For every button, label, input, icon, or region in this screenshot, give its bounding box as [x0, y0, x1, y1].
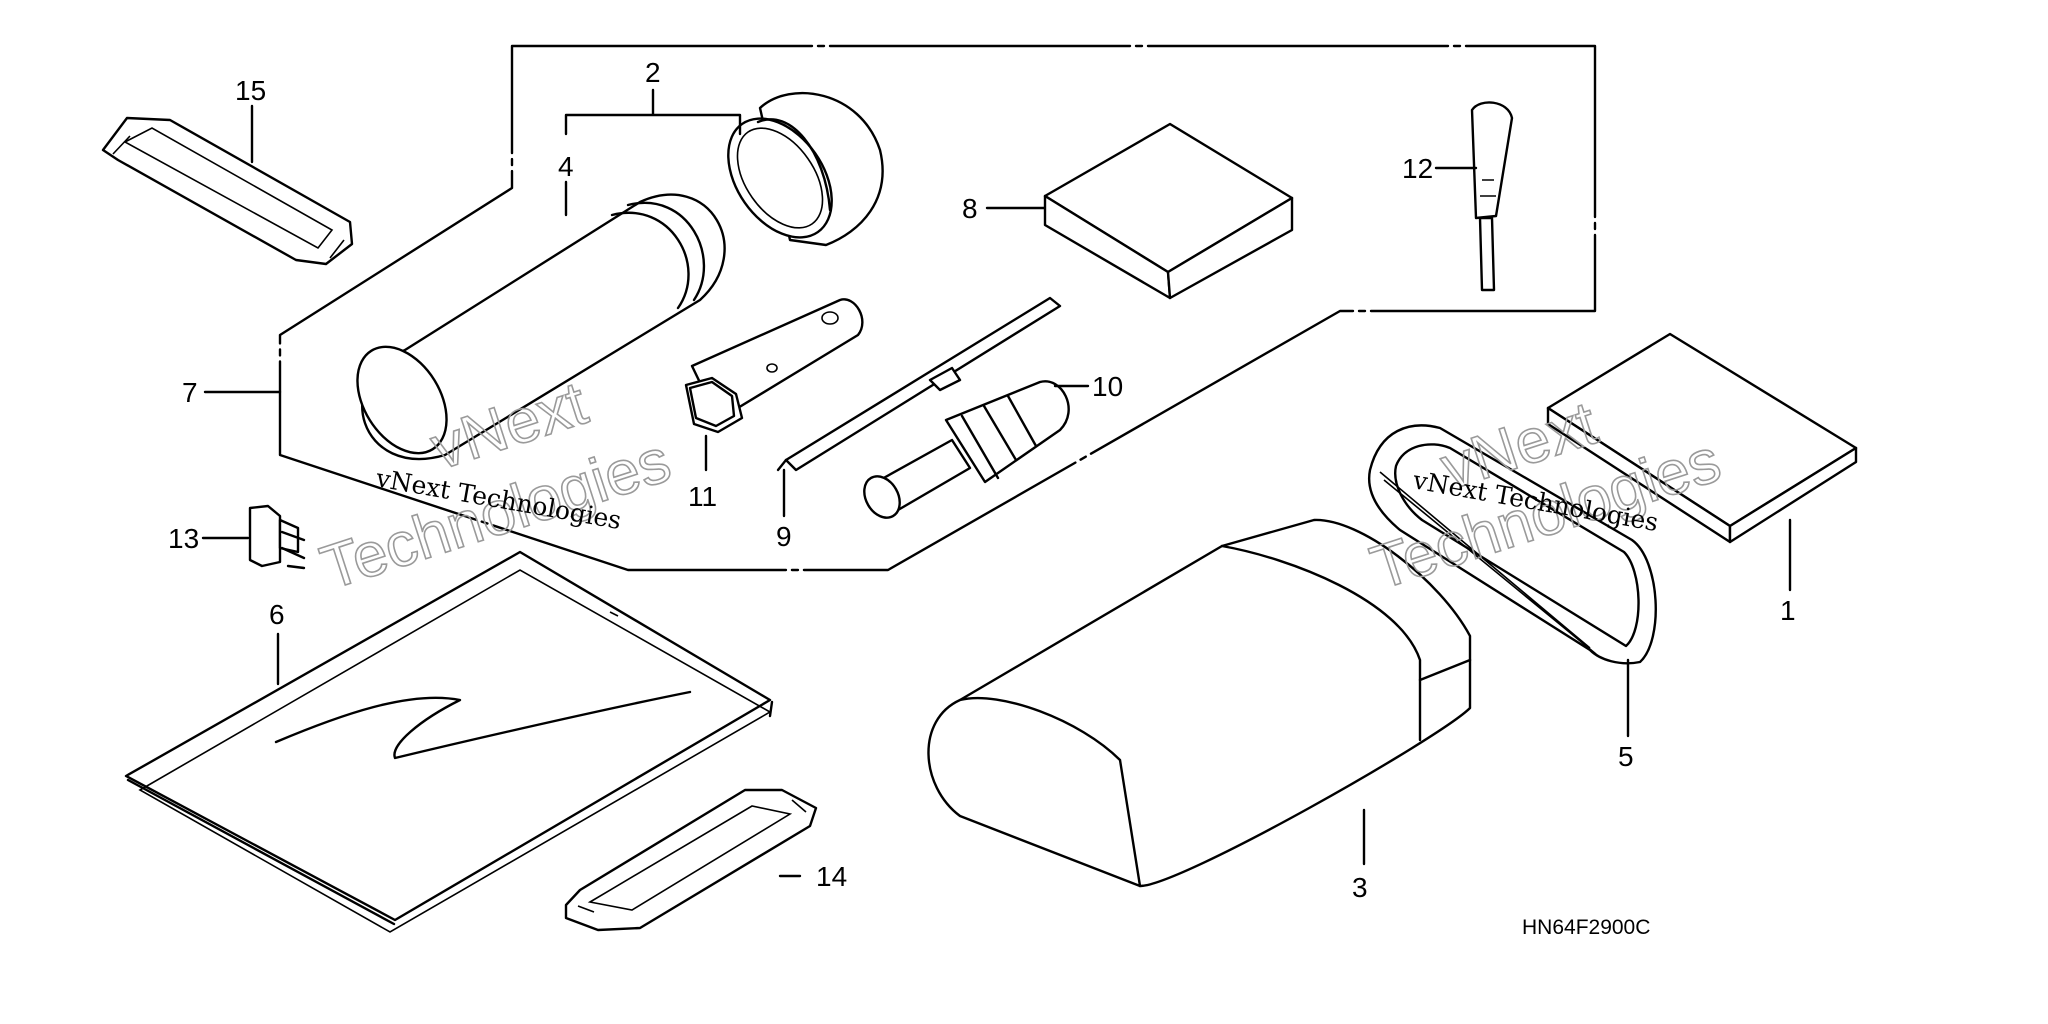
fuse-connector: [248, 504, 306, 570]
tool-case: [927, 518, 1472, 888]
callout-15: 15: [235, 75, 266, 106]
callouts: 1 2 3 4 5 6 7 8 9 10 11 12 13 14 15 HN64…: [168, 57, 1796, 939]
callout-7: 7: [182, 377, 198, 408]
manual-bag: [124, 550, 774, 933]
callout-6: 6: [269, 599, 285, 630]
sponge-flat: [1546, 332, 1858, 544]
callout-11: 11: [688, 481, 717, 512]
callout-1: 1: [1780, 595, 1796, 626]
tool-tube: [356, 193, 726, 461]
tool-group-outline: [278, 44, 1597, 572]
callout-8: 8: [962, 193, 978, 224]
callout-2: 2: [645, 57, 661, 88]
callout-3: 3: [1352, 872, 1368, 903]
box-spanner: [684, 298, 864, 434]
diagram-code: HN64F2900C: [1522, 916, 1650, 939]
callout-13: 13: [168, 523, 199, 554]
callout-10: 10: [1092, 371, 1123, 402]
small-screwdriver: [1470, 101, 1514, 292]
seal-band: [1367, 424, 1657, 665]
strap-upper: [101, 116, 354, 266]
screwdriver-handle: [863, 380, 1070, 519]
strap-lower: [564, 788, 818, 932]
screwdriver-bit: [776, 296, 1062, 472]
callout-12: 12: [1402, 153, 1433, 184]
tube-cap: [727, 91, 884, 247]
callout-14: 14: [816, 861, 847, 892]
callout-9: 9: [776, 521, 792, 552]
callout-4: 4: [558, 151, 574, 182]
callout-5: 5: [1618, 741, 1634, 772]
leader-lines: [201, 88, 1792, 878]
sponge-small: [1043, 122, 1294, 300]
